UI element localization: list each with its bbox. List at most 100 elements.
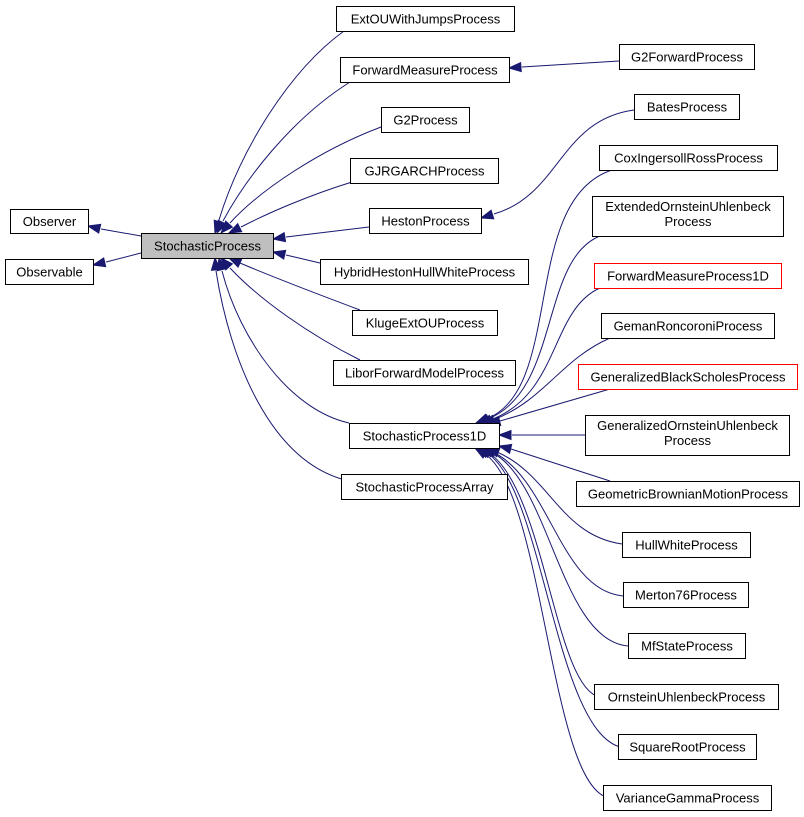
class-node-box xyxy=(141,233,274,259)
class-node-box xyxy=(594,684,779,710)
class-node-stochasticprocess1d[interactable]: StochasticProcess1D xyxy=(349,423,500,449)
inheritance-edge-hestonprocess-to-stochasticprocess xyxy=(271,226,370,243)
inheritance-edge-g2forwardprocess-to-forwardmeasureprocess xyxy=(507,60,620,73)
arrowhead-icon xyxy=(210,256,222,271)
class-node-liborforwardmodelprocess[interactable]: LiborForwardModelProcess xyxy=(333,360,516,386)
class-node-label: GJRGARCHProcess xyxy=(365,164,485,179)
edge-line xyxy=(240,181,353,228)
edge-line xyxy=(493,109,635,215)
edge-line xyxy=(229,126,382,224)
edge-line xyxy=(215,270,346,481)
class-node-g2process[interactable]: G2Process xyxy=(381,107,470,133)
class-node-coxingersollrossprocess[interactable]: CoxIngersollRossProcess xyxy=(599,145,778,171)
arrowhead-icon xyxy=(271,231,287,243)
class-node-hybridhestonhullwhiteprocess[interactable]: HybridHestonHullWhiteProcess xyxy=(320,259,529,285)
class-node-label: ForwardMeasureProcess1D xyxy=(607,269,769,284)
class-node-hullwhiteprocess[interactable]: HullWhiteProcess xyxy=(622,532,751,558)
edge-line xyxy=(239,262,361,311)
class-node-extouwithjumpsprocess[interactable]: ExtOUWithJumpsProcess xyxy=(336,6,515,32)
arrowhead-icon xyxy=(91,257,107,268)
class-node-label: GeometricBrownianMotionProcess xyxy=(588,487,789,502)
class-node-label: SquareRootProcess xyxy=(629,740,746,755)
class-node-box xyxy=(10,209,89,234)
class-node-box xyxy=(576,481,800,507)
class-node-klugeextouprocess[interactable]: KlugeExtOUProcess xyxy=(352,310,498,336)
inheritance-edge-forwardmeasureprocess1d-to-stochasticprocess1d xyxy=(477,287,601,425)
arrowhead-icon xyxy=(216,219,228,235)
edge-line xyxy=(218,30,345,221)
class-node-box xyxy=(622,532,751,558)
class-node-observable[interactable]: Observable xyxy=(5,259,94,285)
class-node-label: StochasticProcessArray xyxy=(356,480,494,495)
class-node-box xyxy=(628,633,746,659)
edge-line xyxy=(488,452,601,698)
edge-layer xyxy=(86,30,635,799)
class-node-box xyxy=(352,310,498,336)
inheritance-edge-gjrgarchprocess-to-stochasticprocess xyxy=(227,181,353,234)
class-node-gemanroncoroniprocess[interactable]: GemanRoncoroniProcess xyxy=(601,313,775,339)
class-node-merton76process[interactable]: Merton76Process xyxy=(623,582,749,608)
class-node-label: BatesProcess xyxy=(647,100,728,115)
edge-line xyxy=(499,388,611,422)
class-node-box xyxy=(601,313,775,339)
class-node-hestonprocess[interactable]: HestonProcess xyxy=(369,208,482,234)
class-node-box xyxy=(618,734,757,760)
class-node-label: Process xyxy=(664,433,711,448)
edge-line xyxy=(285,254,321,264)
class-node-label: GeneralizedBlackScholesProcess xyxy=(590,370,786,385)
class-node-gjrgarchprocess[interactable]: GJRGARCHProcess xyxy=(350,158,499,184)
inheritance-edge-stochasticprocessarray-to-stochasticprocess xyxy=(210,256,346,481)
class-node-box xyxy=(320,259,529,285)
class-node-label: StochasticProcess1D xyxy=(363,429,487,444)
arrowhead-icon xyxy=(497,443,513,455)
class-node-box xyxy=(340,57,510,83)
class-node-mfstateprocess[interactable]: MfStateProcess xyxy=(628,633,746,659)
class-node-box xyxy=(603,785,772,811)
class-node-batesprocess[interactable]: BatesProcess xyxy=(634,94,740,120)
class-node-stochasticprocessarray[interactable]: StochasticProcessArray xyxy=(341,474,508,500)
inheritance-edge-batesprocess-to-hestonprocess xyxy=(479,109,635,220)
arrowhead-icon xyxy=(220,220,234,235)
class-node-observer[interactable]: Observer xyxy=(10,209,89,234)
class-node-squarerootprocess[interactable]: SquareRootProcess xyxy=(618,734,757,760)
class-node-forwardmeasureprocess[interactable]: ForwardMeasureProcess xyxy=(340,57,510,83)
arrowhead-icon xyxy=(473,447,489,459)
class-node-box xyxy=(578,364,798,390)
inheritance-edge-stochasticprocess-to-observable xyxy=(91,252,142,268)
class-node-box xyxy=(634,94,740,120)
class-node-label: Merton76Process xyxy=(635,588,737,603)
class-node-ornsteinuhlenbeckprocess[interactable]: OrnsteinUhlenbeckProcess xyxy=(594,684,779,710)
class-node-box xyxy=(592,196,784,237)
inheritance-edge-geometricbrownianmotionprocess-to-stochasticprocess1d xyxy=(497,443,611,482)
class-node-label: GemanRoncoroniProcess xyxy=(614,319,763,334)
class-node-label: Observable xyxy=(16,265,82,280)
inheritance-edge-forwardmeasureprocess-to-stochasticprocess xyxy=(216,81,351,235)
edge-line xyxy=(492,337,611,421)
arrowhead-icon xyxy=(271,249,287,260)
edge-line xyxy=(485,169,613,420)
class-node-box xyxy=(623,582,749,608)
class-node-label: LiborForwardModelProcess xyxy=(345,366,504,381)
inheritance-edge-generalizedornsteinuhlenbeckprocess-to-stochasticprocess1d xyxy=(497,429,585,441)
class-node-box xyxy=(333,360,516,386)
class-node-label: G2ForwardProcess xyxy=(631,50,743,65)
class-node-stochasticprocess[interactable]: StochasticProcess xyxy=(141,233,274,259)
class-node-geometricbrownianmotionprocess[interactable]: GeometricBrownianMotionProcess xyxy=(576,481,800,507)
class-node-label: OrnsteinUhlenbeckProcess xyxy=(608,690,766,705)
class-node-label: CoxIngersollRossProcess xyxy=(614,151,763,166)
class-node-label: MfStateProcess xyxy=(641,639,733,654)
class-node-forwardmeasureprocess1d[interactable]: ForwardMeasureProcess1D xyxy=(594,263,782,289)
class-node-label: KlugeExtOUProcess xyxy=(366,316,485,331)
edge-line xyxy=(492,451,624,597)
class-node-g2forwardprocess[interactable]: G2ForwardProcess xyxy=(619,44,755,70)
inheritance-edge-stochasticprocess-to-observer xyxy=(86,223,142,237)
edge-line xyxy=(285,226,370,238)
class-node-variancegammaprocess[interactable]: VarianceGammaProcess xyxy=(603,785,772,811)
class-node-label: G2Process xyxy=(393,113,458,128)
class-node-generalizedblackscholesprocess[interactable]: GeneralizedBlackScholesProcess xyxy=(578,364,798,390)
edge-line xyxy=(222,81,351,222)
